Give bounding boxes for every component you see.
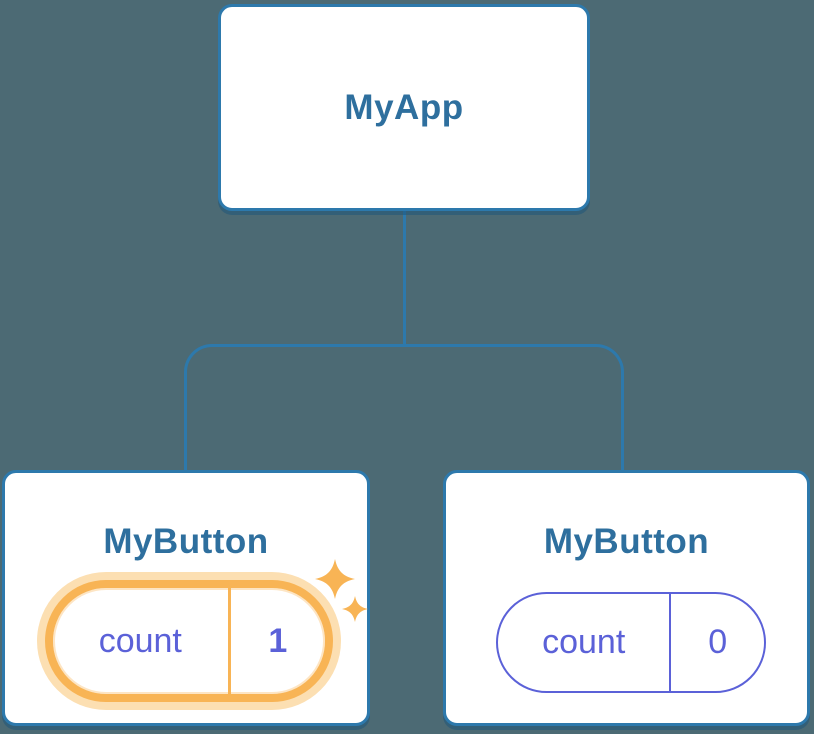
root-node-myapp: MyApp [218,4,590,211]
state-value: 1 [268,621,288,660]
state-value: 0 [708,623,728,661]
connector-bracket [184,344,624,470]
connector-stem [403,210,406,346]
child-node-title: MyButton [103,522,269,561]
child-node-title: MyButton [543,522,710,561]
sparkles-icon [315,559,368,622]
child-node-mybutton-2: MyButton count 0 [443,470,810,726]
state-pill: count 0 [496,592,766,693]
child-node-mybutton-1: MyButton count 1 [2,470,370,726]
state-label: count [98,621,182,660]
pill-divider [669,594,672,691]
state-pill-highlighted: count 1 [45,580,333,702]
state-label: count [542,623,626,661]
root-node-title: MyApp [344,87,464,127]
pill-divider [227,588,231,694]
